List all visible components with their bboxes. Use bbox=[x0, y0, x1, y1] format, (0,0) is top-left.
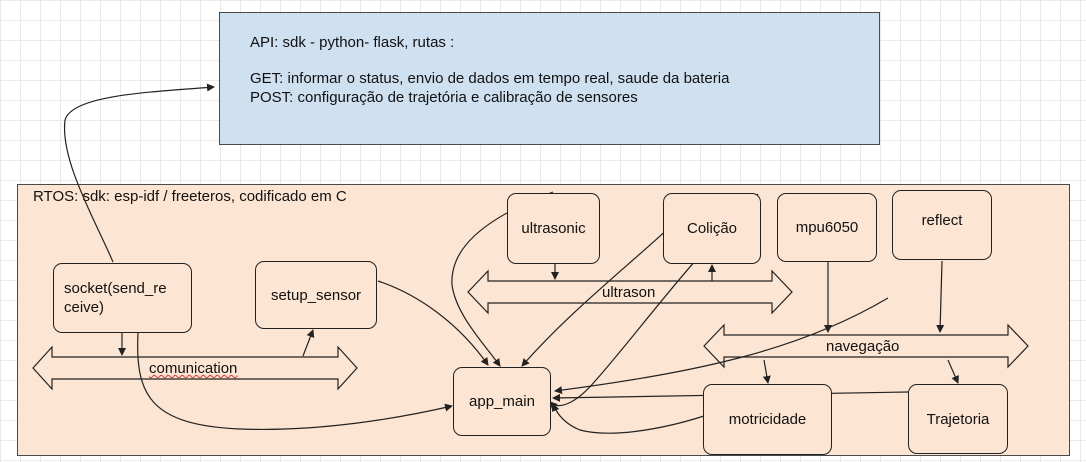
ultrason-bus[interactable] bbox=[467, 269, 793, 315]
ultrasonic-to-app-arrow bbox=[451, 191, 554, 367]
app-main-label: app_main bbox=[469, 393, 535, 410]
socket-label: socket(send_re ceive) bbox=[64, 280, 167, 316]
trajetoria-label: Trajetoria bbox=[926, 410, 990, 428]
api-post-line: POST: configuração de trajetória e calib… bbox=[250, 89, 638, 106]
trajetoria-node[interactable]: Trajetoria bbox=[908, 384, 1008, 454]
motricidade-node[interactable]: motricidade bbox=[703, 384, 832, 455]
setup-to-app-arrow bbox=[377, 280, 489, 366]
ultrasonic-node[interactable]: ultrasonic bbox=[507, 193, 600, 264]
colicao-node[interactable]: Colição bbox=[663, 193, 761, 264]
socket-node[interactable]: socket(send_re ceive) bbox=[53, 263, 192, 333]
setup-sensor-label: setup_sensor bbox=[270, 286, 362, 304]
socket-to-app-arrow bbox=[137, 332, 453, 430]
setup-sensor-node[interactable]: setup_sensor bbox=[255, 261, 377, 329]
bus-to-setup-arrow bbox=[302, 329, 315, 357]
rtos-title: RTOS: sdk: esp-idf / freeteros, codifica… bbox=[33, 188, 347, 205]
app-main-node[interactable]: app_main bbox=[453, 367, 551, 436]
api-get-line: GET: informar o status, envio de dados e… bbox=[250, 70, 730, 87]
colicao-label: Colição bbox=[686, 220, 738, 237]
reflect-node[interactable]: reflect bbox=[892, 190, 992, 260]
reflect-to-app-arrow bbox=[554, 297, 889, 395]
mpu6050-node[interactable]: mpu6050 bbox=[777, 193, 877, 262]
reflect-label: reflect bbox=[921, 211, 963, 229]
api-box[interactable]: API: sdk - python- flask, rutas : GET: i… bbox=[219, 12, 880, 145]
ultrason-label: ultrason bbox=[602, 284, 656, 301]
socket-to-api-arrow bbox=[63, 83, 215, 263]
comunication-bus[interactable] bbox=[32, 345, 358, 391]
navegacao-label: navegação bbox=[826, 338, 900, 355]
bus-to-trajetoria-arrow bbox=[947, 359, 959, 384]
bus-to-motricidade-arrow bbox=[762, 359, 771, 384]
motricidade-to-app-arrow bbox=[551, 403, 705, 434]
navegacao-bus[interactable] bbox=[703, 323, 1029, 369]
mpu6050-label: mpu6050 bbox=[795, 219, 859, 236]
motricidade-label: motricidade bbox=[728, 411, 807, 428]
reflect-to-bus-arrow bbox=[936, 260, 945, 333]
ultrasonic-label: ultrasonic bbox=[521, 220, 586, 237]
api-title: API: sdk - python- flask, rutas : bbox=[250, 34, 455, 51]
comunication-label: comunication bbox=[149, 360, 238, 377]
